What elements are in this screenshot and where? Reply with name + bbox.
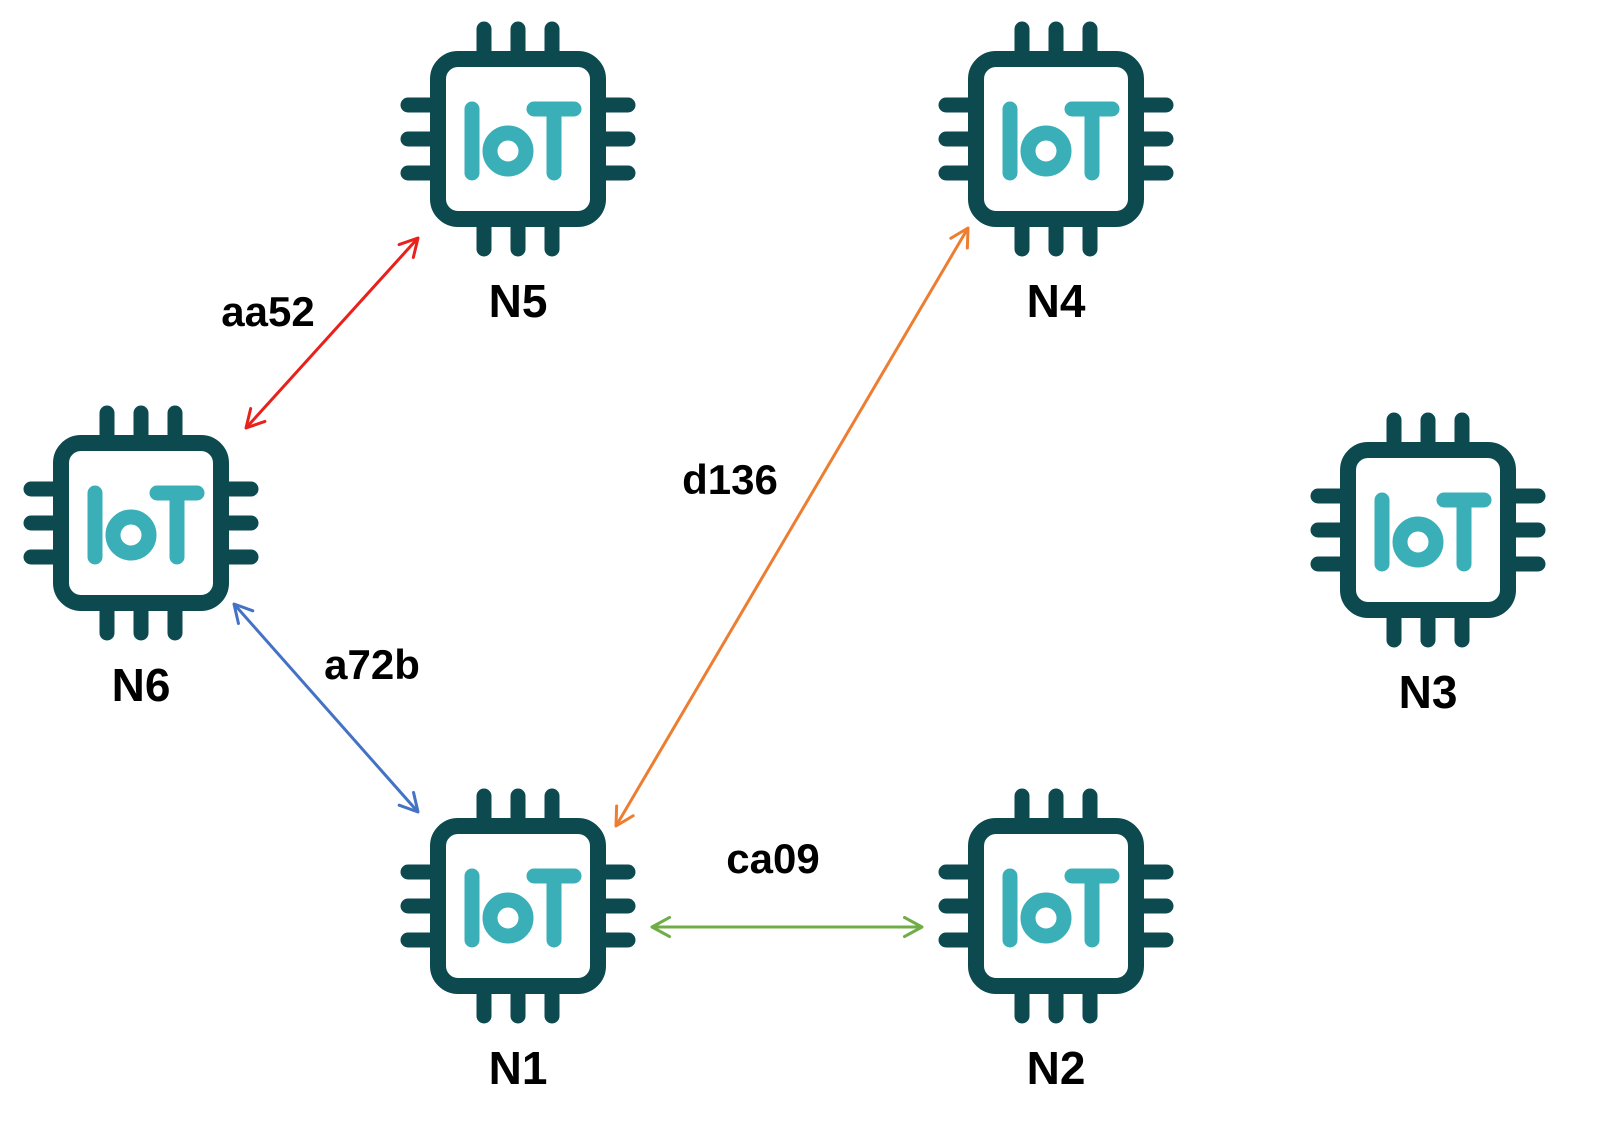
link-n1-n2: ca09	[650, 835, 924, 939]
iot-logo-icon	[464, 868, 582, 948]
iot-chip-icon	[938, 21, 1174, 257]
node-label: N6	[112, 659, 171, 711]
iot-logo-icon	[464, 101, 582, 181]
node-n6: N6	[23, 405, 259, 711]
iot-logo-icon	[1002, 868, 1120, 948]
node-label: N5	[489, 275, 548, 327]
link-n1-n4: d136	[614, 226, 970, 828]
iot-logo-icon	[87, 485, 205, 565]
node-n4: N4	[938, 21, 1174, 327]
node-n5: N5	[400, 21, 636, 327]
node-label: N1	[489, 1042, 548, 1094]
iot-chip-icon	[938, 788, 1174, 1024]
link-label: d136	[682, 456, 778, 503]
iot-chip-icon	[23, 405, 259, 641]
arrow-head-start	[614, 804, 635, 828]
arrow-head-end	[902, 915, 924, 939]
links-layer: aa52 a72b d136 ca09	[221, 226, 970, 939]
iot-chip-icon	[400, 21, 636, 257]
node-label: N3	[1399, 666, 1458, 718]
link-label: aa52	[221, 288, 314, 335]
node-label: N4	[1027, 275, 1086, 327]
link-line	[244, 236, 420, 430]
link-label: ca09	[726, 835, 819, 882]
link-n6-n1: a72b	[232, 602, 420, 814]
link-label: a72b	[324, 641, 420, 688]
iot-logo-icon	[1002, 101, 1120, 181]
iot-chip-icon	[400, 788, 636, 1024]
link-line	[614, 227, 970, 827]
node-n2: N2	[938, 788, 1174, 1094]
node-n3: N3	[1310, 412, 1546, 718]
link-n6-n5: aa52	[221, 236, 420, 430]
arrow-head-end	[397, 236, 420, 259]
node-label: N2	[1027, 1042, 1086, 1094]
arrow-head-start	[244, 407, 267, 430]
arrow-head-end	[949, 226, 970, 250]
iot-chip-icon	[1310, 412, 1546, 648]
link-line	[232, 603, 420, 813]
arrow-head-start	[650, 915, 672, 939]
node-n1: N1	[400, 788, 636, 1094]
arrow-head-end	[397, 791, 420, 814]
iot-logo-icon	[1374, 492, 1492, 572]
arrow-head-start	[232, 602, 255, 625]
